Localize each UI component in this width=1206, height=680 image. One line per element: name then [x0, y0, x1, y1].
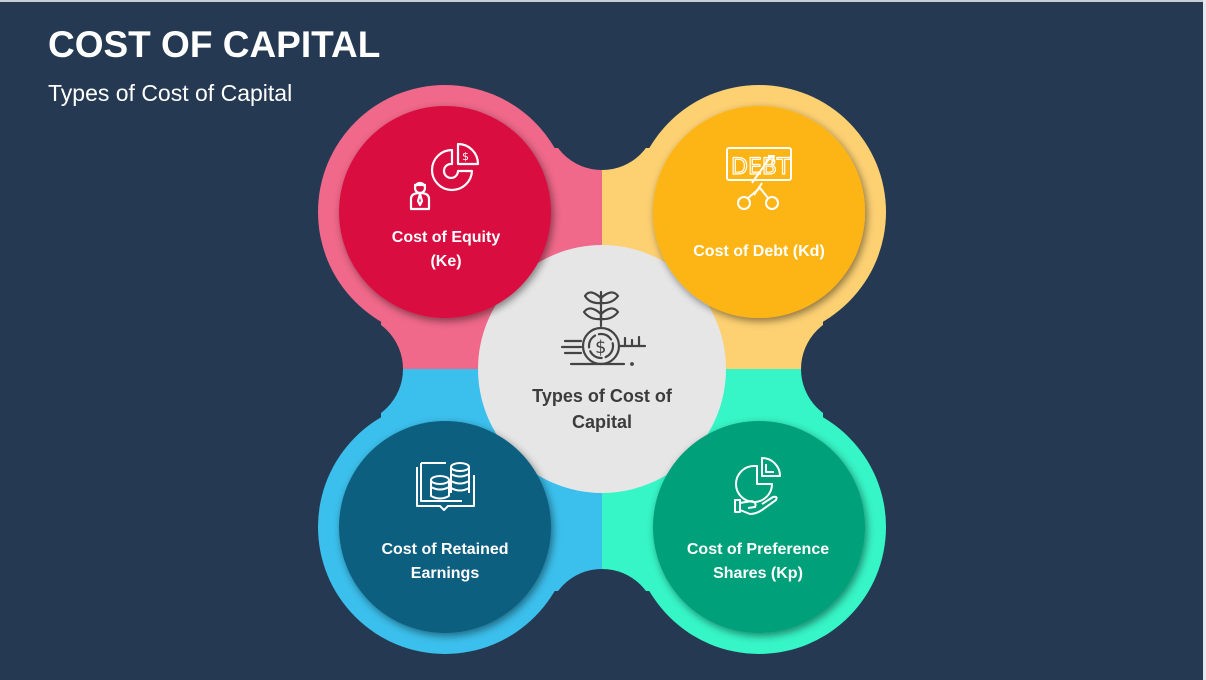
- svg-text:$: $: [462, 150, 469, 163]
- disc-preference: [653, 421, 865, 633]
- debt-scissors-icon: DEBT: [726, 147, 792, 210]
- node-label-equity: Cost of Equity (Ke): [346, 226, 546, 274]
- ledger-coins-icon: [416, 462, 475, 511]
- disc-equity: [339, 106, 551, 318]
- label-line: Cost of Retained: [381, 541, 509, 558]
- money-plant-coin-icon: $: [560, 290, 647, 366]
- slide-title: COST OF CAPITAL: [48, 24, 381, 65]
- top-edge-line: [0, 0, 1206, 2]
- label-line: Cost of Equity: [391, 229, 501, 246]
- notches: [293, 60, 911, 678]
- center-hub: [478, 245, 726, 493]
- label-line: Earnings: [410, 565, 480, 582]
- hand-pie-chart-icon: [734, 457, 781, 515]
- label-line: Cost of Preference: [686, 541, 830, 558]
- node-label-preference: Cost of Preference Shares (Kp): [658, 538, 858, 586]
- label-line: Capital: [571, 412, 632, 432]
- slide-subtitle: Types of Cost of Capital: [48, 80, 293, 106]
- disc-debt: [653, 106, 865, 318]
- svg-text:$: $: [595, 337, 606, 358]
- label-line: Types of Cost of: [532, 386, 672, 406]
- svg-text:DEBT: DEBT: [731, 155, 791, 180]
- label-line: Shares (Kp): [713, 565, 803, 582]
- label-line: (Ke): [430, 253, 462, 270]
- node-label-retained: Cost of Retained Earnings: [345, 538, 545, 586]
- investor-pie-chart-icon: $: [409, 142, 480, 211]
- node-label-debt: Cost of Debt (Kd): [659, 240, 859, 264]
- disc-retained: [339, 421, 551, 633]
- right-edge-strip: [1203, 0, 1206, 680]
- center-label: Types of Cost of Capital: [502, 383, 702, 435]
- label-line: Cost of Debt (Kd): [693, 243, 825, 260]
